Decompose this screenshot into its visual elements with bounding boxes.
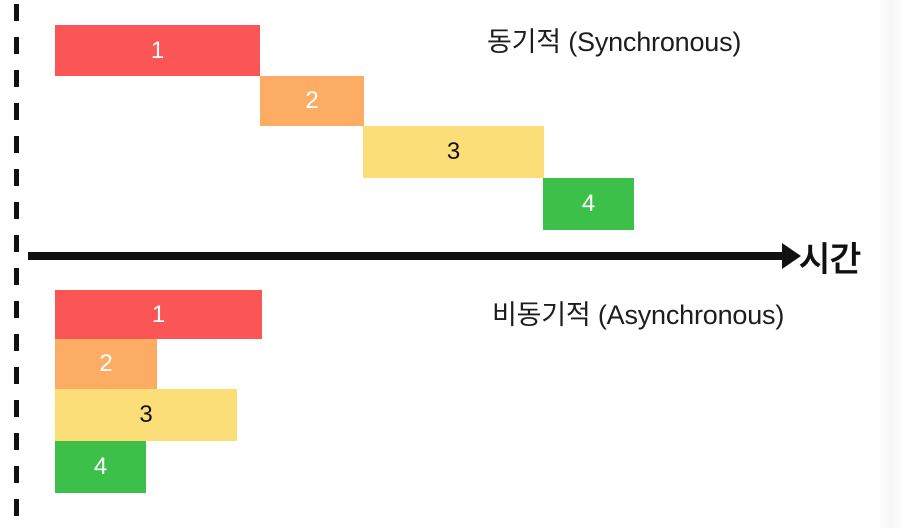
- task-bar[interactable]: 2: [260, 76, 364, 126]
- page-edge-shadow: [877, 0, 903, 528]
- task-bar[interactable]: 1: [55, 25, 260, 76]
- task-bar[interactable]: 3: [363, 126, 544, 178]
- task-bar-label: 3: [139, 401, 153, 428]
- task-bar[interactable]: 4: [543, 178, 634, 230]
- task-bar-label: 1: [150, 36, 165, 64]
- task-bar-label: 4: [581, 190, 596, 217]
- dashed-start-axis: [14, 4, 19, 524]
- task-bar[interactable]: 4: [55, 441, 146, 493]
- task-bar-label: 3: [446, 138, 461, 165]
- task-bar-label: 2: [99, 350, 113, 377]
- task-bar[interactable]: 2: [55, 339, 157, 389]
- task-bar-label: 2: [305, 87, 319, 114]
- task-bar[interactable]: 1: [55, 290, 262, 339]
- synchronous-title: 동기적 (Synchronous): [487, 27, 742, 57]
- task-bar[interactable]: 3: [55, 389, 237, 441]
- time-axis-label: 시간: [799, 241, 861, 279]
- asynchronous-title: 비동기적 (Asynchronous): [492, 300, 785, 330]
- task-bar-label: 1: [151, 300, 166, 328]
- time-axis-line: [28, 252, 788, 260]
- time-axis-arrow-icon: [782, 243, 801, 269]
- task-bar-label: 4: [93, 453, 108, 480]
